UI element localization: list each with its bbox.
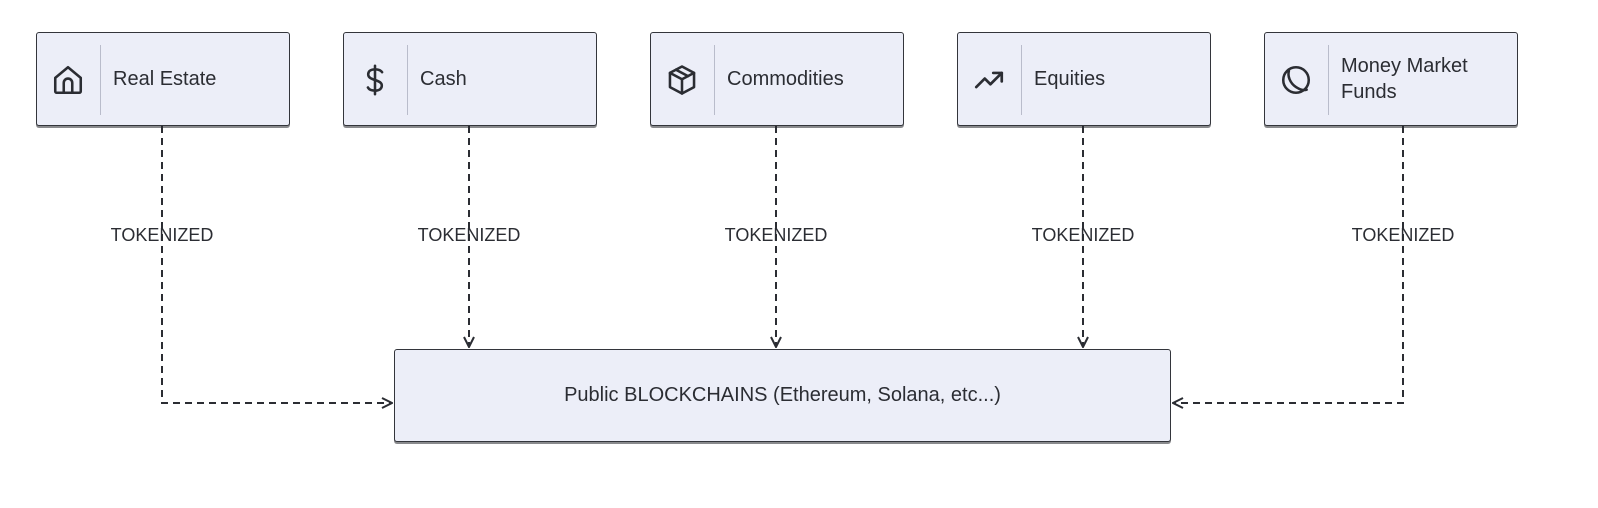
- node-cash: Cash: [343, 32, 597, 126]
- box-icon: [663, 61, 701, 99]
- edge-label-real-estate: TOKENIZED: [110, 225, 214, 245]
- node-label: Money Market Funds: [1341, 55, 1468, 103]
- circle-icon: [1277, 61, 1315, 99]
- node-commodities: Commodities: [650, 32, 904, 126]
- node-label: Equities: [1034, 68, 1106, 90]
- node-separator: [1021, 45, 1022, 115]
- edge-real-estate-to-blockchains: [161, 126, 392, 403]
- node-separator: [100, 45, 101, 115]
- edge-label-commodities: TOKENIZED: [724, 225, 828, 245]
- node-real-estate: Real Estate: [36, 32, 290, 126]
- node-separator: [407, 45, 408, 115]
- node-public-blockchains: Public BLOCKCHAINS (Ethereum, Solana, et…: [394, 349, 1171, 442]
- edge-label-cash: TOKENIZED: [417, 225, 521, 245]
- edge-label-money-market-funds: TOKENIZED: [1351, 225, 1455, 245]
- target-label: Public BLOCKCHAINS (Ethereum, Solana, et…: [564, 384, 1001, 406]
- node-separator: [714, 45, 715, 115]
- node-money-market-funds: Money Market Funds: [1264, 32, 1518, 126]
- node-label: Commodities: [727, 68, 844, 90]
- edge-mmf-to-blockchains: [1173, 126, 1404, 403]
- node-label: Cash: [420, 68, 467, 90]
- node-equities: Equities: [957, 32, 1211, 126]
- trending-up-icon: [970, 61, 1008, 99]
- edge-label-equities: TOKENIZED: [1031, 225, 1135, 245]
- dollar-icon: [356, 61, 394, 99]
- node-separator: [1328, 45, 1329, 115]
- house-icon: [49, 61, 87, 99]
- node-label: Real Estate: [113, 68, 217, 90]
